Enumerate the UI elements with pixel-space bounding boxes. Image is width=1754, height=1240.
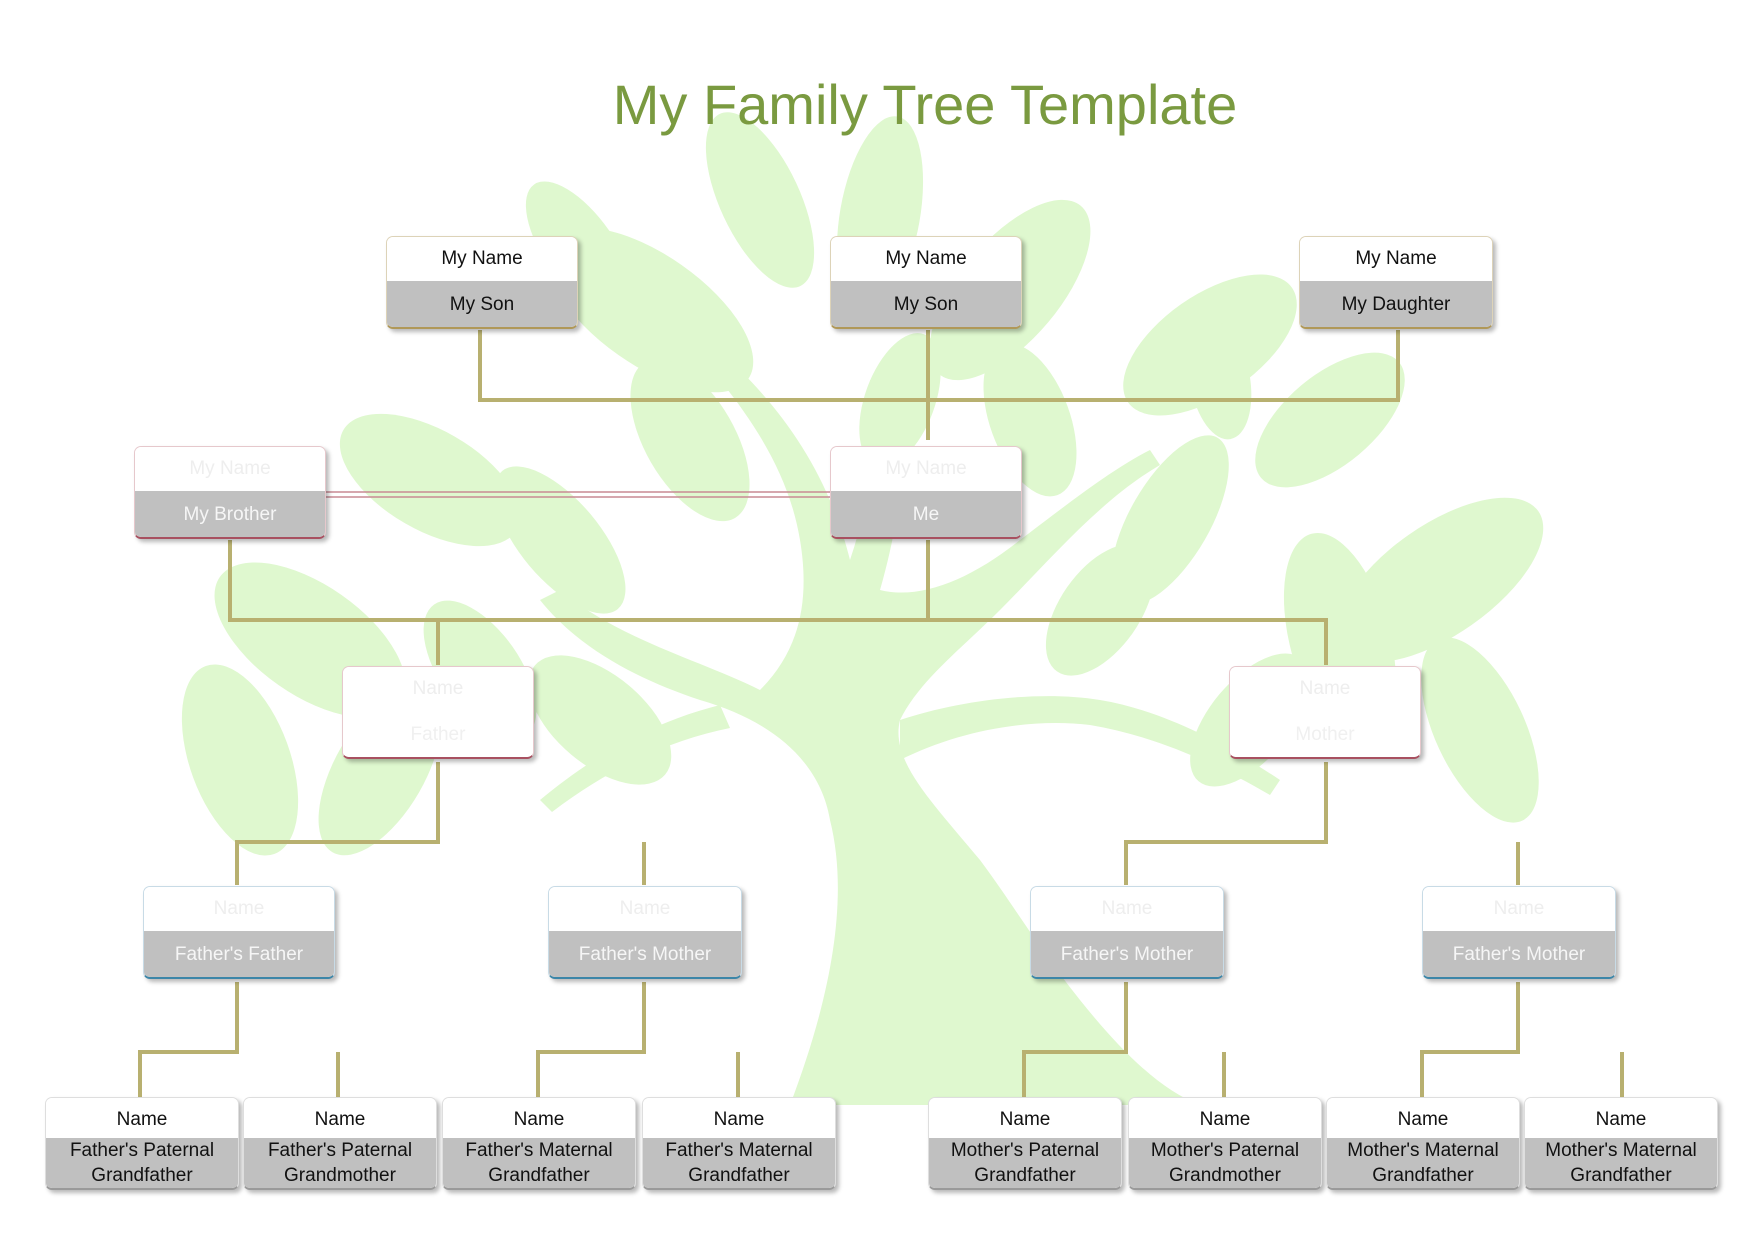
- node-relation: Father's Mother: [1423, 931, 1615, 977]
- node-name[interactable]: Name: [929, 1098, 1121, 1138]
- node-mothers-father[interactable]: Name Father's Mother: [1030, 886, 1224, 979]
- node-relation: Father's Paternal Grandfather: [46, 1138, 238, 1188]
- node-relation: Father: [343, 711, 533, 757]
- connector-fm: [536, 982, 740, 1097]
- node-name[interactable]: Name: [1525, 1098, 1717, 1138]
- node-great-grandparent-8[interactable]: Name Mother's Maternal Grandfather: [1524, 1097, 1718, 1190]
- node-name[interactable]: My Name: [831, 447, 1021, 491]
- node-relation: Mother's Maternal Grandfather: [1525, 1138, 1717, 1188]
- node-name[interactable]: Name: [643, 1098, 835, 1138]
- node-relation: Mother's Paternal Grandfather: [929, 1138, 1121, 1188]
- node-relation: My Son: [387, 281, 577, 327]
- node-great-grandparent-3[interactable]: Name Father's Maternal Grandfather: [442, 1097, 636, 1190]
- node-relation: My Son: [831, 281, 1021, 327]
- connector-father: [235, 762, 646, 885]
- node-name[interactable]: Name: [1423, 887, 1615, 931]
- node-son-1[interactable]: My Name My Son: [386, 236, 578, 329]
- node-name[interactable]: Name: [1031, 887, 1223, 931]
- node-name[interactable]: Name: [443, 1098, 635, 1138]
- node-relation: Father's Maternal Grandfather: [643, 1138, 835, 1188]
- node-relation: Father's Mother: [549, 931, 741, 977]
- node-name[interactable]: Name: [549, 887, 741, 931]
- connector-children: [478, 330, 1400, 440]
- node-relation: Father's Father: [144, 931, 334, 977]
- page-title: My Family Tree Template: [612, 73, 1238, 136]
- node-great-grandparent-1[interactable]: Name Father's Paternal Grandfather: [45, 1097, 239, 1190]
- node-name[interactable]: My Name: [1300, 237, 1492, 281]
- node-fathers-father[interactable]: Name Father's Father: [143, 886, 335, 979]
- node-relation: Me: [831, 491, 1021, 537]
- node-great-grandparent-6[interactable]: Name Mother's Paternal Grandmother: [1128, 1097, 1322, 1190]
- connector-ff: [138, 982, 340, 1097]
- node-great-grandparent-4[interactable]: Name Father's Maternal Grandfather: [642, 1097, 836, 1190]
- connector-sibling: [228, 540, 1328, 665]
- node-relation: Father's Maternal Grandfather: [443, 1138, 635, 1188]
- node-daughter[interactable]: My Name My Daughter: [1299, 236, 1493, 329]
- node-me[interactable]: My Name Me: [830, 446, 1022, 539]
- connector-mm: [1420, 982, 1624, 1097]
- node-fathers-mother[interactable]: Name Father's Mother: [548, 886, 742, 979]
- node-great-grandparent-2[interactable]: Name Father's Paternal Grandmother: [243, 1097, 437, 1190]
- node-name[interactable]: Name: [1129, 1098, 1321, 1138]
- connector-mf: [1022, 982, 1226, 1097]
- node-name[interactable]: My Name: [387, 237, 577, 281]
- connector-mother: [1124, 762, 1520, 885]
- node-father[interactable]: Name Father: [342, 666, 534, 759]
- node-relation: Father's Mother: [1031, 931, 1223, 977]
- node-relation: Father's Paternal Grandmother: [244, 1138, 436, 1188]
- node-son-2[interactable]: My Name My Son: [830, 236, 1022, 329]
- node-mothers-mother[interactable]: Name Father's Mother: [1422, 886, 1616, 979]
- node-name[interactable]: Name: [144, 887, 334, 931]
- node-brother[interactable]: My Name My Brother: [134, 446, 326, 539]
- node-name[interactable]: My Name: [831, 237, 1021, 281]
- node-mother[interactable]: Name Mother: [1229, 666, 1421, 759]
- node-name[interactable]: Name: [46, 1098, 238, 1138]
- node-great-grandparent-5[interactable]: Name Mother's Paternal Grandfather: [928, 1097, 1122, 1190]
- node-relation: My Daughter: [1300, 281, 1492, 327]
- node-relation: My Brother: [135, 491, 325, 537]
- node-relation: Mother's Paternal Grandmother: [1129, 1138, 1321, 1188]
- node-name[interactable]: Name: [244, 1098, 436, 1138]
- node-name[interactable]: Name: [343, 667, 533, 711]
- node-name[interactable]: My Name: [135, 447, 325, 491]
- node-name[interactable]: Name: [1230, 667, 1420, 711]
- node-name[interactable]: Name: [1327, 1098, 1519, 1138]
- node-relation: Mother's Maternal Grandfather: [1327, 1138, 1519, 1188]
- node-relation: Mother: [1230, 711, 1420, 757]
- node-great-grandparent-7[interactable]: Name Mother's Maternal Grandfather: [1326, 1097, 1520, 1190]
